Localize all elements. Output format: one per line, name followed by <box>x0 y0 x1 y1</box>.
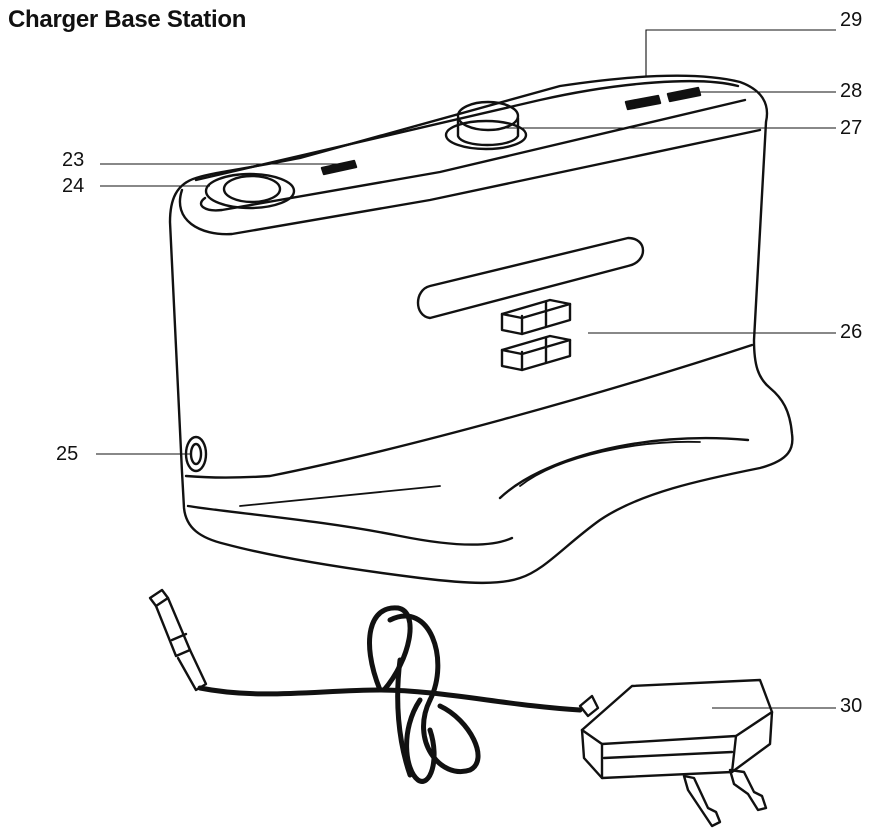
charging-contact-lower <box>500 334 572 372</box>
top-indicator-slot <box>320 159 358 176</box>
callout-29: 29 <box>840 9 862 31</box>
power-cord <box>197 685 583 713</box>
base-ramp-line <box>239 485 441 507</box>
charging-contact-upper <box>500 298 572 336</box>
base-plate-edge <box>186 504 514 546</box>
base-ramp-curve <box>498 436 750 500</box>
base-ramp-curve-2 <box>519 440 701 487</box>
base-shelf-line <box>184 343 754 479</box>
knob-cylinder <box>456 116 520 147</box>
indicator-slot-left <box>624 94 662 111</box>
leader-29 <box>645 29 836 76</box>
power-adapter <box>578 678 774 828</box>
front-slot <box>416 236 645 320</box>
indicator-slot-right <box>666 86 702 103</box>
lid-rim-line <box>199 98 747 212</box>
dc-plug <box>148 588 208 692</box>
left-top-button <box>222 174 282 204</box>
knob-base <box>444 119 528 151</box>
callout-25: 25 <box>56 443 78 465</box>
left-top-button-housing <box>204 172 296 210</box>
lid-inner-edge <box>194 79 740 182</box>
callout-23: 23 <box>62 149 84 171</box>
callout-28: 28 <box>840 80 862 102</box>
cord-coil <box>367 605 481 784</box>
lid-front-edge <box>178 128 762 236</box>
diagram-title: Charger Base Station <box>8 6 247 33</box>
callout-24: 24 <box>62 175 84 197</box>
callout-30: 30 <box>840 695 862 717</box>
station-body-outline <box>168 74 794 585</box>
side-power-socket-inner <box>189 442 203 466</box>
knob-top <box>456 100 520 132</box>
callout-26: 26 <box>840 321 862 343</box>
callout-27: 27 <box>840 117 862 139</box>
